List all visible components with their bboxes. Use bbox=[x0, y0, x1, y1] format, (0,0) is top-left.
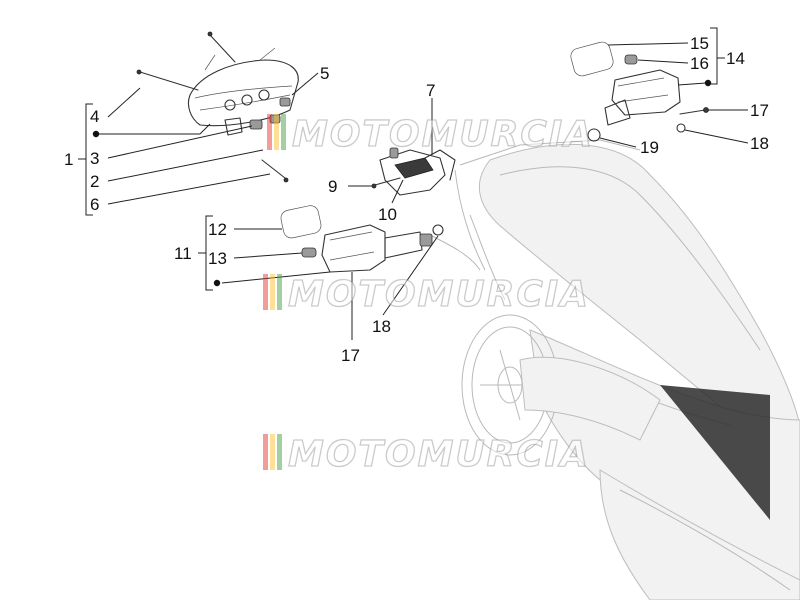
callout-2: 2 bbox=[90, 172, 99, 191]
license-bracket bbox=[371, 147, 456, 196]
callout-16: 16 bbox=[690, 54, 709, 73]
callout-18-right: 18 bbox=[750, 134, 769, 153]
callout-9: 9 bbox=[328, 177, 337, 196]
callout-5: 5 bbox=[320, 64, 329, 83]
callout-17-bottom: 17 bbox=[341, 346, 360, 365]
bullet-dot bbox=[704, 79, 712, 87]
callout-18-bottom: 18 bbox=[372, 317, 391, 336]
watermark-bottom: MOTOMURCIA bbox=[263, 433, 590, 476]
callout-14: 14 bbox=[726, 49, 745, 68]
group-bullets bbox=[92, 79, 712, 287]
callout-7: 7 bbox=[426, 81, 435, 100]
callout-19: 19 bbox=[640, 138, 659, 157]
callout-11: 11 bbox=[174, 244, 192, 263]
callout-labels: 1 4 3 2 6 5 7 9 10 11 12 13 17 18 15 16 … bbox=[64, 34, 769, 365]
callout-6: 6 bbox=[90, 195, 99, 214]
left-turn-signal bbox=[280, 205, 444, 273]
callout-1: 1 bbox=[64, 150, 73, 169]
watermark-middle: MOTOMURCIA bbox=[263, 273, 590, 316]
bullet-dot bbox=[213, 279, 221, 287]
callout-15: 15 bbox=[690, 34, 709, 53]
watermark-text: MOTOMURCIA bbox=[292, 114, 594, 155]
tail-light-assembly bbox=[136, 31, 299, 183]
callout-3: 3 bbox=[90, 149, 99, 168]
bullet-dot bbox=[92, 130, 100, 138]
callout-13: 13 bbox=[208, 249, 227, 268]
callout-12: 12 bbox=[208, 220, 227, 239]
watermark-text: MOTOMURCIA bbox=[288, 434, 590, 475]
callout-17-right: 17 bbox=[750, 101, 769, 120]
scooter-rear-body bbox=[429, 139, 800, 600]
watermark-text: MOTOMURCIA bbox=[288, 274, 590, 315]
callout-4: 4 bbox=[90, 107, 99, 126]
watermark-top: MOTOMURCIA bbox=[267, 113, 594, 156]
right-turn-signal bbox=[570, 41, 709, 142]
leader-lines bbox=[78, 27, 749, 340]
callout-10: 10 bbox=[378, 205, 397, 224]
